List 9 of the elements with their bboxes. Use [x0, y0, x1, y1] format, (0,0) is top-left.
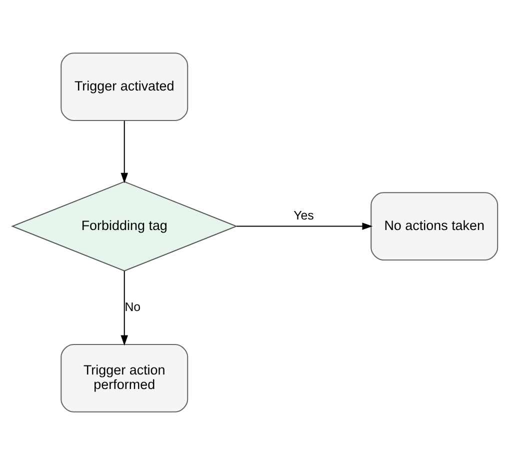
node-box: No actions taken [370, 192, 498, 260]
edge-label: No [124, 299, 141, 314]
node-box: Trigger activated [60, 52, 188, 121]
node-diamond: Forbidding tag [11, 180, 238, 271]
arrow [120, 120, 128, 183]
arrow [120, 270, 128, 346]
node-box: Trigger action performed [60, 343, 188, 412]
edge-label: Yes [294, 208, 314, 222]
arrow [236, 222, 373, 230]
